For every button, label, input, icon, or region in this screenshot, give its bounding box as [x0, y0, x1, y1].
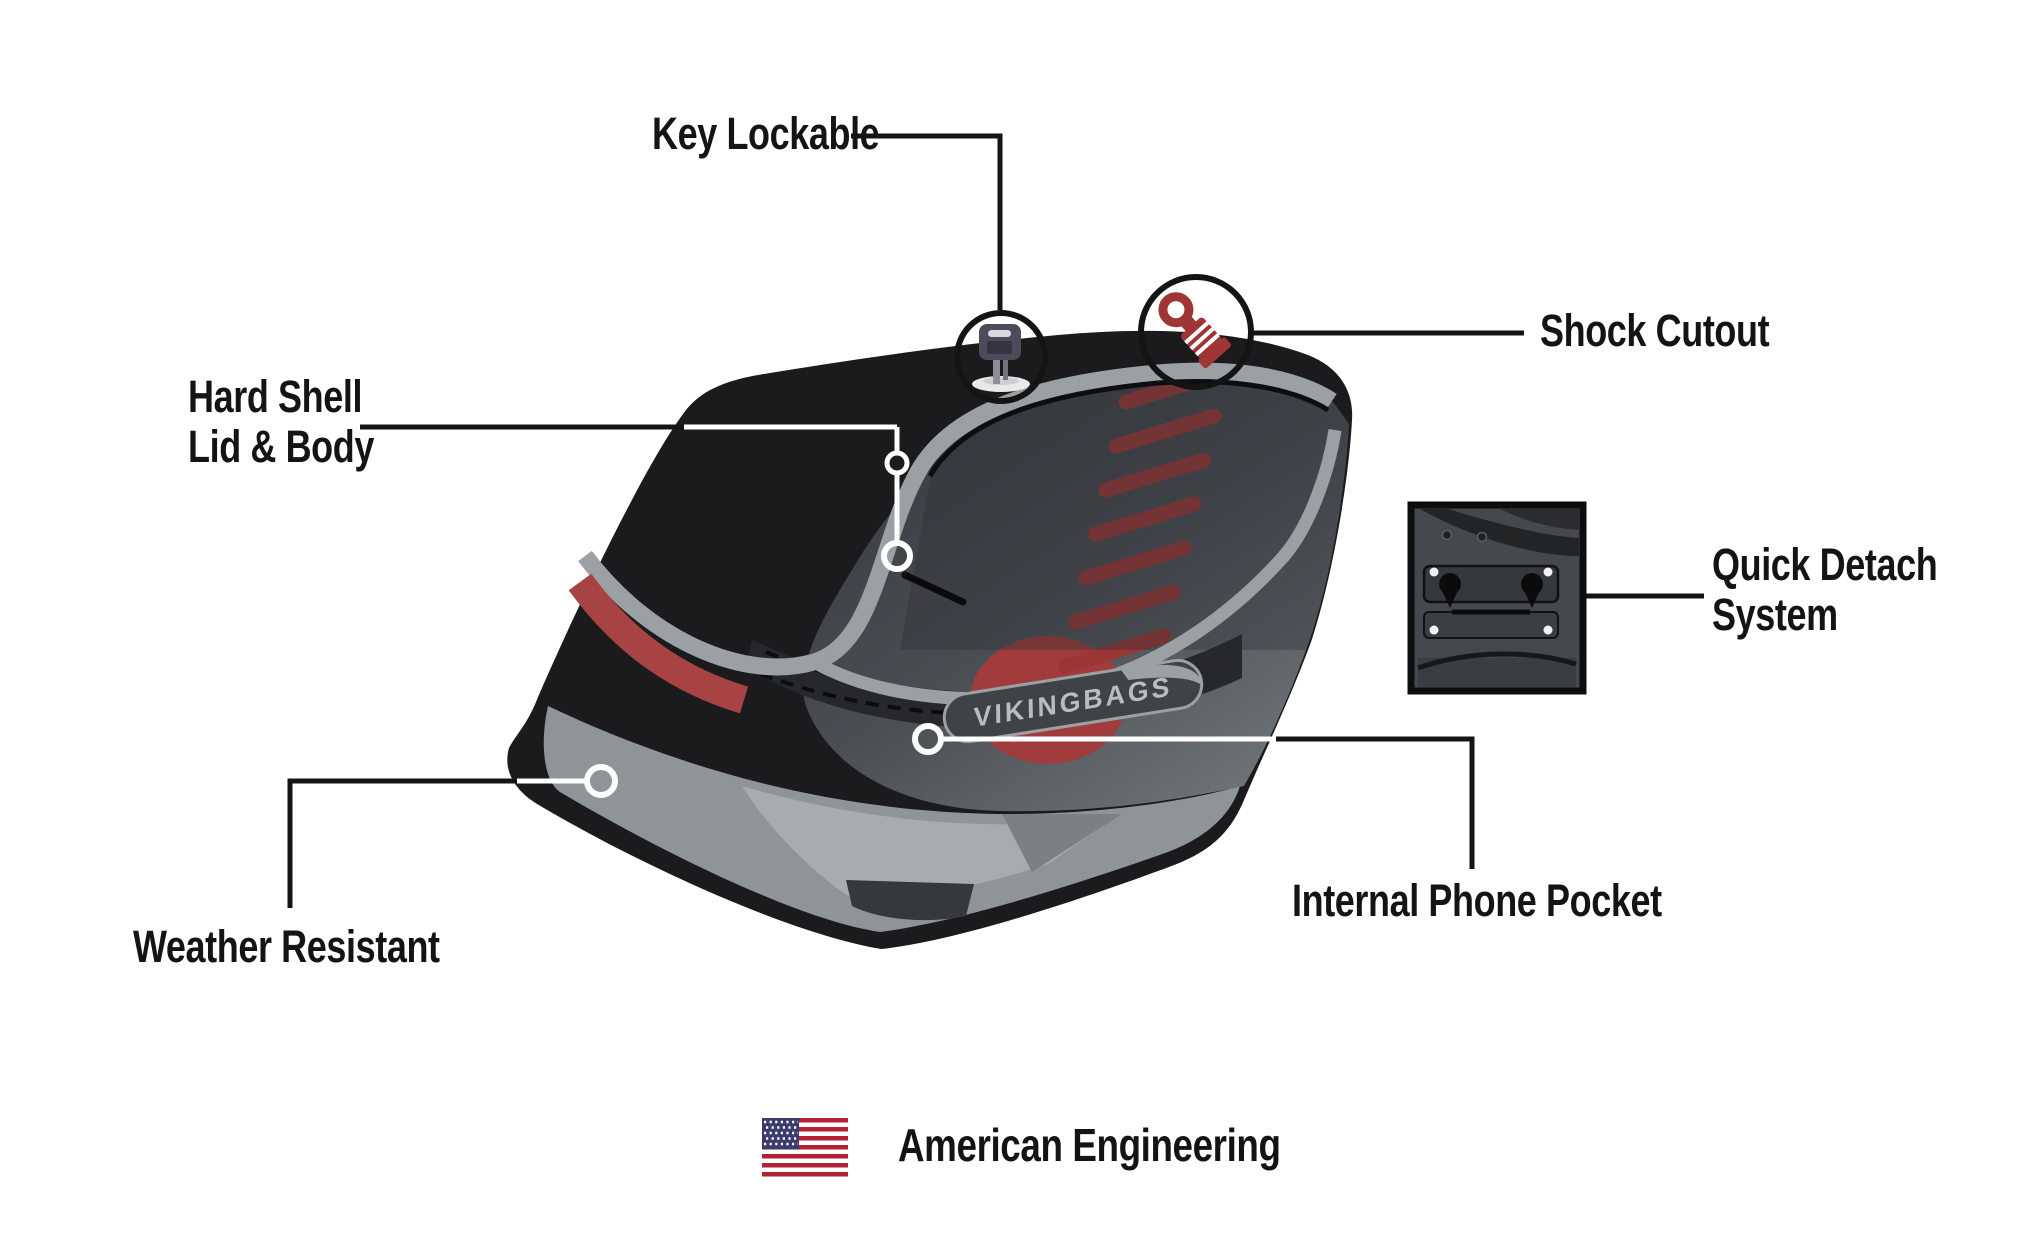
footer-label-american-engineering: American Engineering: [898, 1119, 1281, 1171]
callout-label-key-lockable: Key Lockable: [652, 108, 880, 159]
hard-shell-line1: Hard Shell: [188, 371, 363, 422]
lower-trim-swoosh: [810, 429, 1342, 706]
quick-detach-line1: Quick Detach: [1712, 539, 1938, 590]
screws: [1429, 567, 1553, 635]
key-icon: [972, 324, 1030, 392]
keyhole-slots: [1439, 573, 1543, 608]
hard-shell-line-white: [684, 424, 900, 543]
key-lockable-line: [851, 133, 1003, 310]
window-seam-line: [927, 379, 1330, 478]
hard-shell-marker-body: [881, 540, 913, 572]
us-flag-icon: [762, 1118, 848, 1177]
window-tint-overlay: [900, 372, 1349, 650]
callout-label-internal-phone-pocket: Internal Phone Pocket: [1292, 875, 1662, 926]
lid-trim-piping: [578, 362, 1337, 676]
bag-bottom-shade: [1002, 814, 1122, 872]
callout-label-quick-detach: Quick Detach System: [1712, 539, 1938, 640]
mounting-plate-image: [1407, 501, 1587, 695]
shock-absorber-icon: [1158, 292, 1231, 369]
shock-icon-circle: [1138, 274, 1254, 390]
weather-marker: [584, 764, 618, 798]
quick-detach-line2: System: [1712, 589, 1838, 640]
red-accent-stripe: [568, 573, 749, 714]
bag-bottom-dark-patch: [846, 880, 974, 921]
shock-spring-art: [1058, 372, 1232, 674]
callout-lines: [287, 133, 1704, 908]
phone-pocket-marker: [912, 723, 944, 755]
callout-label-weather-resistant: Weather Resistant: [133, 921, 440, 972]
bag-bottom-highlight: [742, 786, 1118, 898]
saddlebag-body: VIKINGBAGS: [507, 330, 1353, 949]
lid-slit: [901, 571, 967, 606]
hard-shell-line2: Lid & Body: [188, 421, 374, 472]
callout-label-hard-shell: Hard Shell Lid & Body: [188, 372, 374, 472]
phone-pocket-line-black: [1276, 736, 1475, 869]
key-icon-circle: [954, 310, 1048, 404]
hard-shell-marker-lid: [884, 450, 910, 476]
weather-line-black: [287, 778, 517, 908]
badge-swoosh: [1120, 664, 1202, 685]
callout-label-shock-cutout: Shock Cutout: [1540, 305, 1770, 356]
